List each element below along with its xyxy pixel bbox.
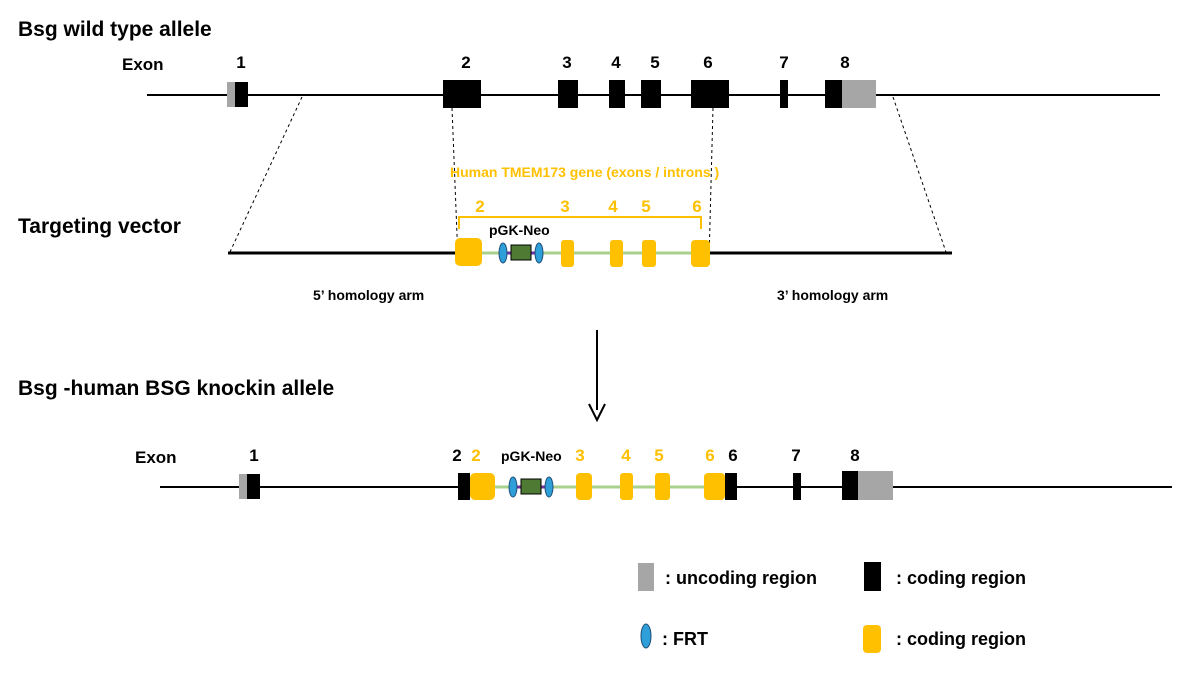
legend-frt-label: : FRT bbox=[662, 629, 708, 649]
ki-human-exon-number-5: 5 bbox=[654, 446, 663, 465]
vec-frt-left bbox=[498, 242, 508, 264]
vec-exon-number-4: 4 bbox=[608, 197, 618, 216]
ki-human-exon-number-2: 2 bbox=[471, 446, 480, 465]
vector-title: Targeting vector bbox=[18, 215, 181, 238]
ki-human-exon-number-4: 4 bbox=[621, 446, 631, 465]
wt-exon8-coding bbox=[825, 80, 842, 108]
legend-coding-label: : coding region bbox=[896, 568, 1026, 588]
ki-frt-right bbox=[544, 476, 554, 498]
vec-exon-number-5: 5 bbox=[641, 197, 650, 216]
legend-coding-swatch bbox=[864, 562, 881, 591]
ki-exon7 bbox=[793, 473, 801, 500]
ki-exon8-utr bbox=[858, 471, 893, 500]
vec-human-exon5 bbox=[642, 240, 656, 267]
ki-human-exon-number-6: 6 bbox=[705, 446, 714, 465]
homology-right-dashed-line bbox=[892, 96, 947, 253]
vec-exon-number-6: 6 bbox=[692, 197, 701, 216]
replacement-right-dashed-line bbox=[708, 107, 714, 261]
wt-exon1 bbox=[235, 82, 248, 107]
arm5-label: 5’ homology arm bbox=[313, 287, 424, 303]
vec-human-exon6 bbox=[691, 240, 710, 267]
wt-exon-number-4: 4 bbox=[611, 53, 621, 72]
ki-exon-number-8: 8 bbox=[850, 446, 859, 465]
human-gene-label: Human TMEM173 gene (exons / introns ) bbox=[450, 164, 719, 180]
vec-neo-box bbox=[510, 244, 532, 261]
ki-cassette-label: pGK-Neo bbox=[501, 448, 562, 464]
ki-human-exon6 bbox=[704, 473, 725, 500]
ki-frt-left bbox=[508, 476, 518, 498]
wt-exon-number-5: 5 bbox=[650, 53, 659, 72]
wt-exon7 bbox=[780, 80, 788, 108]
ki-human-exon5 bbox=[655, 473, 670, 500]
ki-exon-number-2: 2 bbox=[452, 446, 461, 465]
ki-human-exon2 bbox=[470, 473, 495, 500]
legend-human-coding-swatch bbox=[863, 625, 881, 653]
wt-exon8-utr bbox=[842, 80, 876, 108]
ki-exon1 bbox=[247, 474, 260, 499]
wt-exon-number-1: 1 bbox=[236, 53, 245, 72]
ki-exon-number-6: 6 bbox=[728, 446, 737, 465]
ki-exon1-utr bbox=[239, 474, 247, 499]
wt-exon-number-8: 8 bbox=[840, 53, 849, 72]
legend-human-coding-label: : coding region bbox=[896, 629, 1026, 649]
ki-exon-number-7: 7 bbox=[791, 446, 800, 465]
legend-uncoding-swatch bbox=[638, 563, 654, 591]
vec-frt-right bbox=[534, 242, 544, 264]
vec-exon-number-3: 3 bbox=[560, 197, 569, 216]
ki-human-exon3 bbox=[576, 473, 592, 500]
ki-exon8-coding bbox=[842, 471, 858, 500]
wt-exon-number-2: 2 bbox=[461, 53, 470, 72]
knockin-exon-label: Exon bbox=[135, 448, 177, 467]
vec-exon-number-2: 2 bbox=[475, 197, 484, 216]
wt-exon-number-3: 3 bbox=[562, 53, 571, 72]
ki-neo-box bbox=[520, 478, 542, 495]
wild-type-exon-label: Exon bbox=[122, 55, 164, 74]
arm3-label: 3’ homology arm bbox=[777, 287, 888, 303]
wt-exon2 bbox=[443, 80, 481, 108]
replacement-left-dashed-line bbox=[451, 107, 459, 261]
human-gene-bracket bbox=[458, 216, 702, 229]
homology-left-dashed-line bbox=[229, 96, 303, 253]
ki-human-exon4 bbox=[620, 473, 633, 500]
legend-uncoding-label: : uncoding region bbox=[665, 568, 817, 588]
ki-human-exon-number-3: 3 bbox=[575, 446, 584, 465]
wt-exon3 bbox=[558, 80, 578, 108]
recombination-arrow-head bbox=[588, 403, 606, 423]
wt-exon-number-6: 6 bbox=[703, 53, 712, 72]
vec-cassette-label: pGK-Neo bbox=[489, 222, 550, 238]
ki-exon2-mouse bbox=[458, 473, 470, 500]
vec-human-exon3 bbox=[561, 240, 574, 267]
ki-exon6-mouse bbox=[725, 473, 737, 500]
wt-exon4 bbox=[609, 80, 625, 108]
wild-type-title: Bsg wild type allele bbox=[18, 18, 212, 41]
wt-exon6 bbox=[691, 80, 729, 108]
legend-frt-swatch bbox=[640, 623, 652, 649]
wt-exon1-utr bbox=[227, 82, 235, 107]
vec-human-exon4 bbox=[610, 240, 623, 267]
knockin-title: Bsg -human BSG knockin allele bbox=[18, 377, 334, 400]
vec-human-exon2 bbox=[455, 238, 482, 266]
ki-exon-number-1: 1 bbox=[249, 446, 258, 465]
wt-exon-number-7: 7 bbox=[779, 53, 788, 72]
wt-exon5 bbox=[641, 80, 661, 108]
